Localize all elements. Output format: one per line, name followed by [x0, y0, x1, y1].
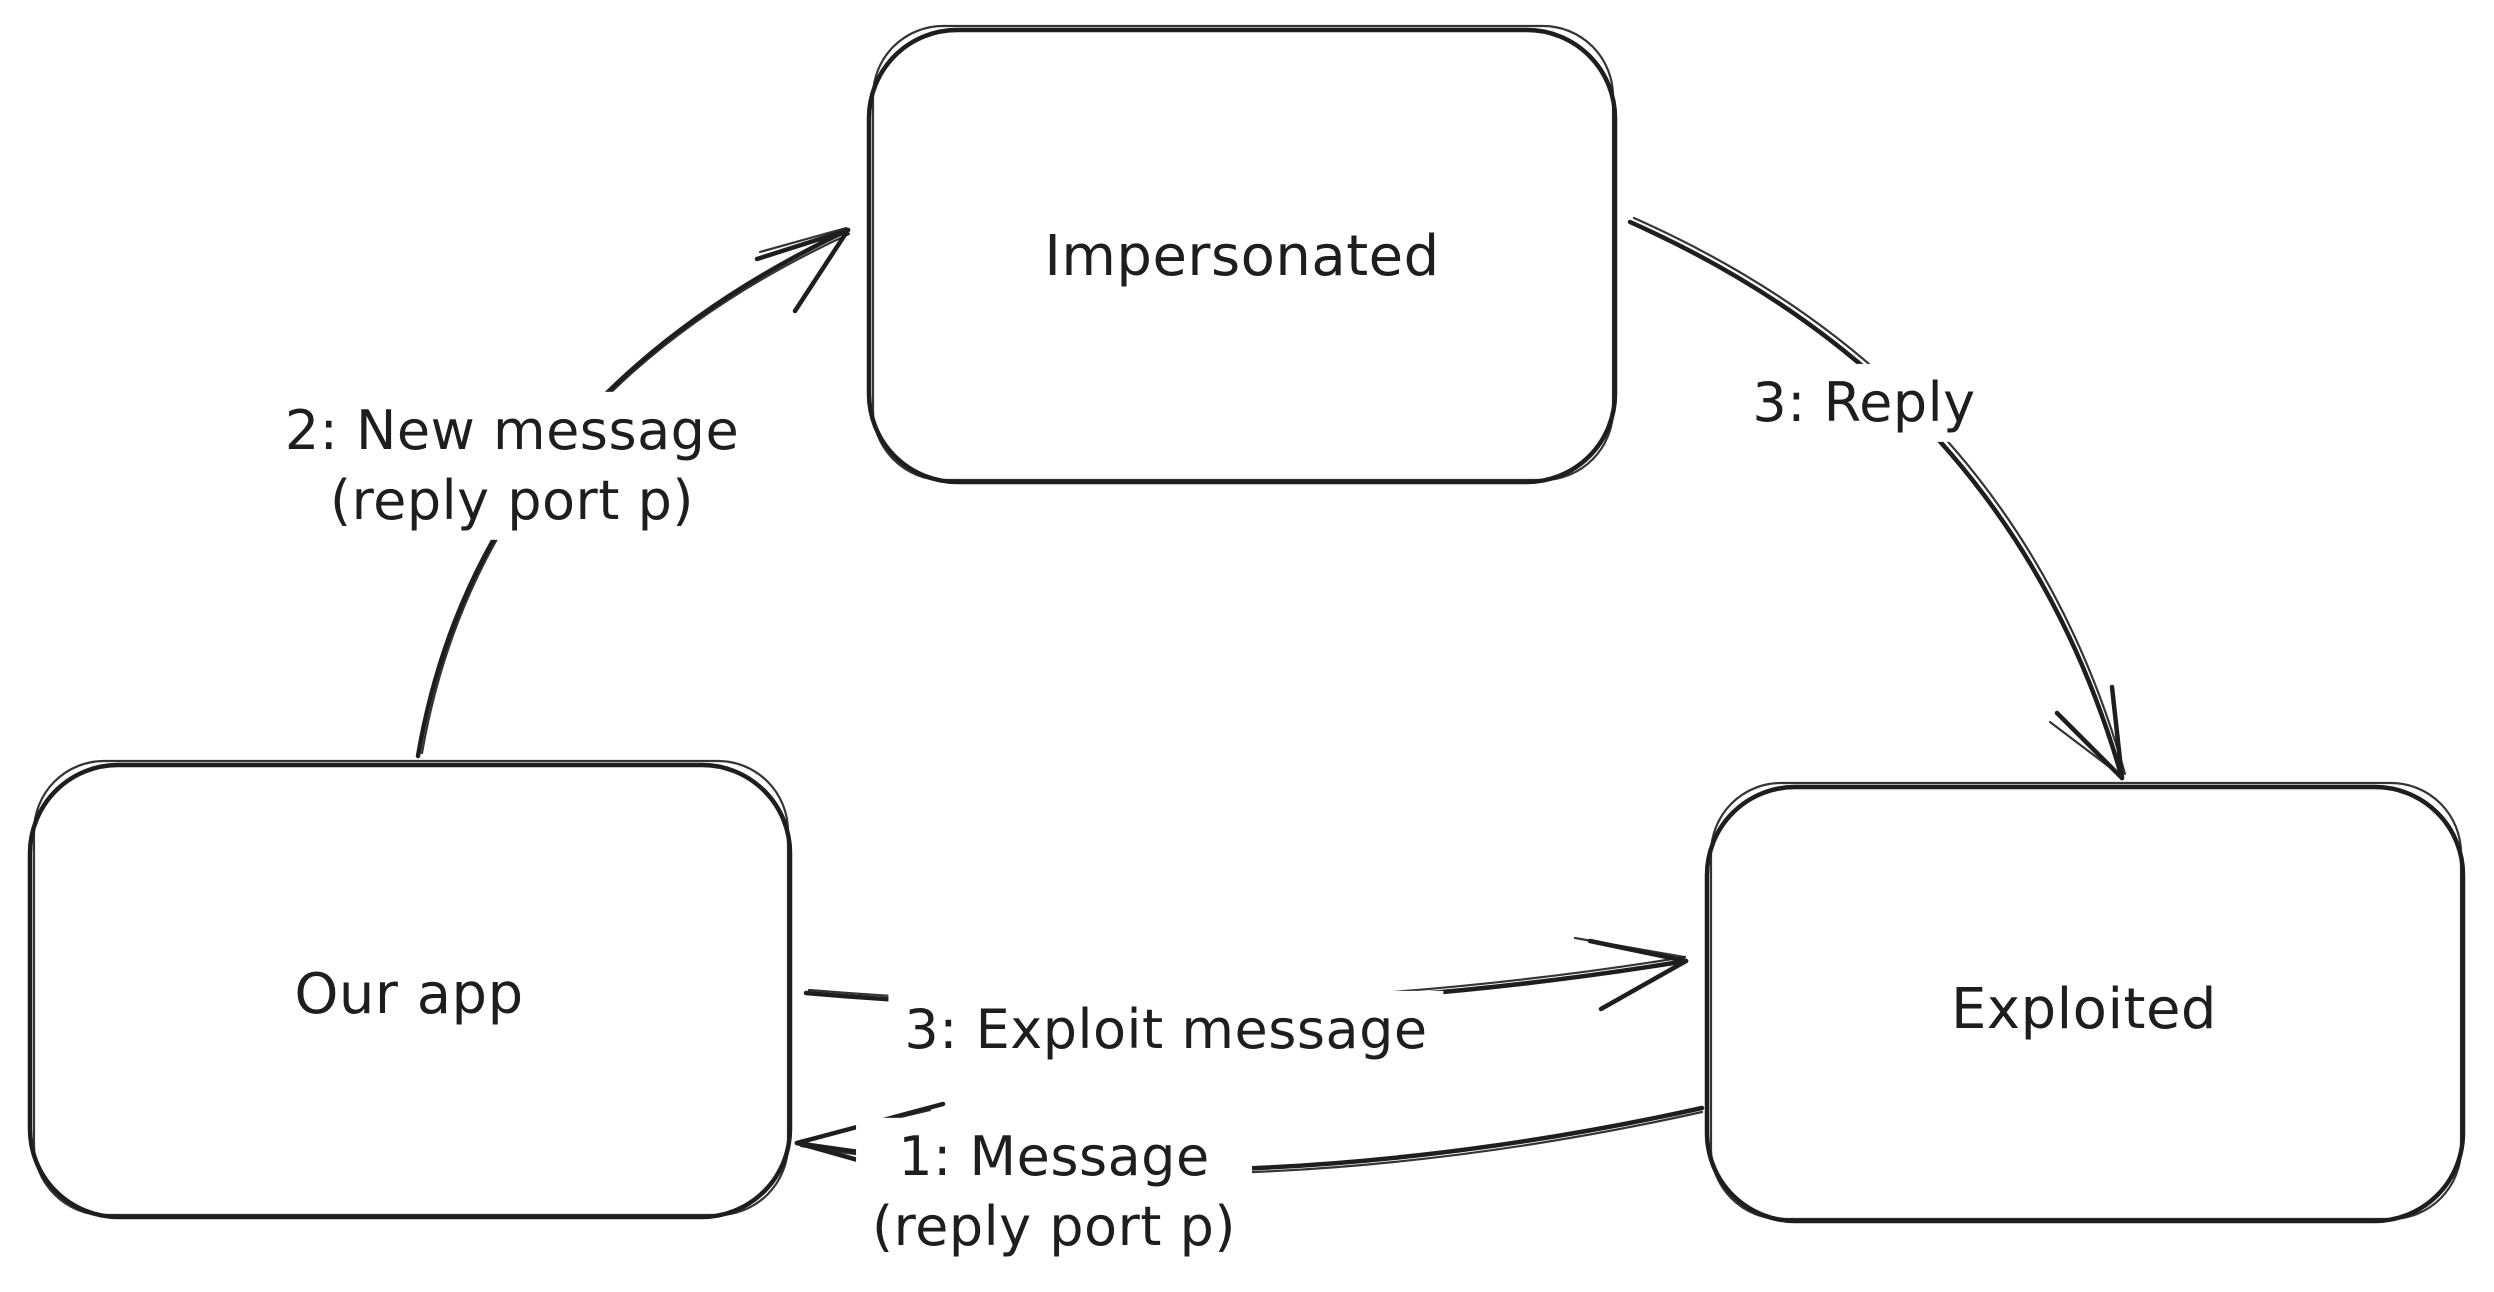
edge-label-line: 2: New message	[284, 398, 740, 462]
edge-label-new-message: 2: New message (reply port p)	[268, 391, 756, 541]
edge-label-exploit-message: 3: Exploit message	[888, 990, 1444, 1070]
arrowhead-reply	[2048, 684, 2125, 781]
edge-label-message: 1: Message (reply port p)	[856, 1117, 1252, 1267]
node-label-our-app: Our app	[294, 962, 524, 1027]
edge-label-line: (reply port p)	[330, 469, 694, 532]
node-box-exploited	[1704, 781, 2466, 1224]
edge-label-line: 3: Reply	[1752, 370, 1976, 434]
arrowhead-exploit-message	[1573, 936, 1689, 1012]
edge-label-reply: 3: Reply	[1736, 363, 1992, 443]
edge-label-line: 3: Exploit message	[904, 997, 1428, 1061]
node-label-impersonated: Impersonated	[1044, 224, 1440, 289]
node-box-our-app	[27, 759, 793, 1220]
node-label-exploited: Exploited	[1951, 977, 2217, 1042]
arrow-reply	[1627, 216, 2127, 781]
node-box-impersonated	[866, 24, 1618, 485]
edge-label-line: 1: Message	[898, 1124, 1210, 1188]
arrowhead-new-message	[754, 226, 851, 314]
edge-label-line: (reply port p)	[872, 1195, 1236, 1258]
